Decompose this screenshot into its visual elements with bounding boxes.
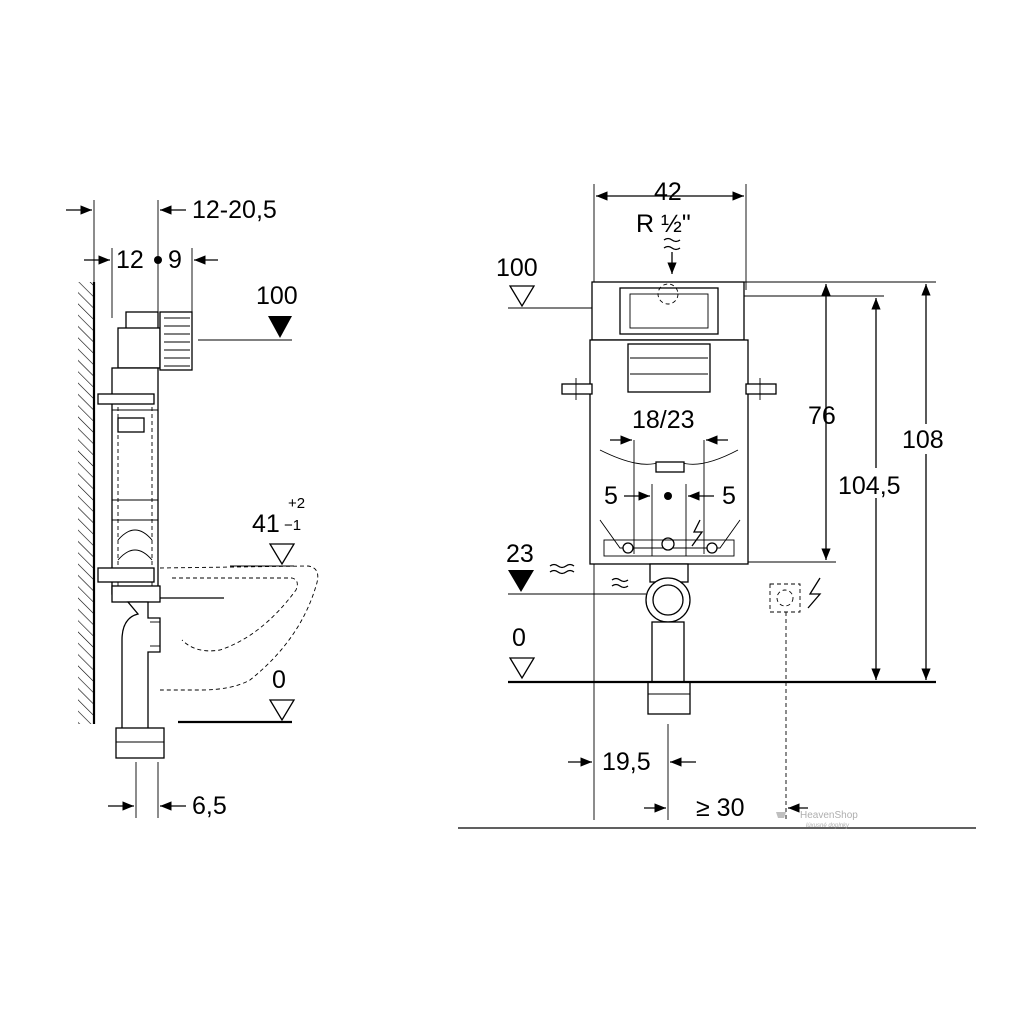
level-0-front: 0	[508, 624, 936, 684]
installation-frame-front	[561, 281, 777, 565]
dim-label-12-20-5: 12-20,5	[192, 196, 277, 224]
drain-pipe-front	[645, 563, 691, 715]
dim-label-5-right: 5	[722, 482, 736, 510]
level-label-41: 41	[252, 510, 280, 538]
side-view: 12-20,5 12 9 100	[66, 196, 319, 820]
dim-label-104-5: 104,5	[838, 472, 901, 500]
level-41-tol-minus: −1	[284, 517, 301, 534]
level-marker-open	[268, 699, 296, 722]
dim-dot	[154, 256, 162, 264]
level-label-100-front: 100	[496, 254, 538, 282]
dim-label-18-23: 18/23	[632, 406, 695, 434]
dim-18-23: 18/23	[610, 406, 728, 554]
level-marker-open	[508, 657, 536, 680]
dim-label-19-5: 19,5	[602, 748, 651, 776]
dim-12-9: 12 9	[84, 246, 218, 274]
dim-label-6-5: 6,5	[192, 792, 227, 820]
dim-5-5: 5 5	[604, 482, 736, 556]
lightning-icon	[691, 519, 704, 547]
dim-12-20-5: 12-20,5	[66, 196, 277, 224]
front-view: 42 R ½" 100	[458, 178, 976, 829]
level-label-0-side: 0	[272, 666, 286, 694]
level-marker-open	[508, 285, 536, 308]
level-41-tol-plus: +2	[288, 495, 305, 512]
dim-label-12: 12	[116, 246, 144, 274]
watermark-logo-icon	[776, 812, 786, 818]
water-connection: R ½"	[636, 210, 691, 274]
level-0-side: 0	[268, 666, 296, 722]
dim-label-42: 42	[654, 178, 682, 206]
dim-104-5: 104,5	[836, 298, 910, 680]
level-label-23: 23	[506, 540, 534, 568]
level-marker-filled	[268, 316, 292, 338]
level-marker-open	[268, 543, 296, 566]
watermark-brand: HeavenShop	[800, 810, 858, 821]
connection-label: R ½"	[636, 210, 691, 238]
dim-19-5: 19,5	[568, 748, 696, 776]
dim-108: 108	[900, 284, 948, 680]
dim-label-5-left: 5	[604, 482, 618, 510]
installation-frame-side	[97, 311, 193, 759]
watermark: HeavenShop lúxusné doplnky	[776, 810, 858, 829]
level-marker-filled	[508, 570, 534, 592]
dim-label-108: 108	[902, 426, 944, 454]
level-label-100-side: 100	[256, 282, 298, 310]
level-41-side: 41 +2 −1	[230, 495, 305, 567]
level-23-front: 23	[506, 540, 646, 595]
level-100-front: 100	[496, 254, 596, 309]
dim-42: 42	[596, 178, 744, 206]
dim-label-9: 9	[168, 246, 182, 274]
watermark-tagline: lúxusné doplnky	[806, 823, 850, 829]
dim-ge-30: ≥ 30	[644, 794, 808, 822]
electrical-box	[691, 519, 822, 613]
dim-76: 76	[808, 284, 836, 560]
lightning-icon	[807, 577, 822, 609]
dim-6-5: 6,5	[108, 792, 227, 820]
level-label-0-front: 0	[512, 624, 526, 652]
dim-label-ge-30: ≥ 30	[696, 794, 744, 822]
dim-label-76: 76	[808, 402, 836, 430]
wc-bowl-outline	[159, 565, 319, 691]
wall	[78, 282, 96, 724]
level-100-side: 100	[198, 282, 298, 341]
